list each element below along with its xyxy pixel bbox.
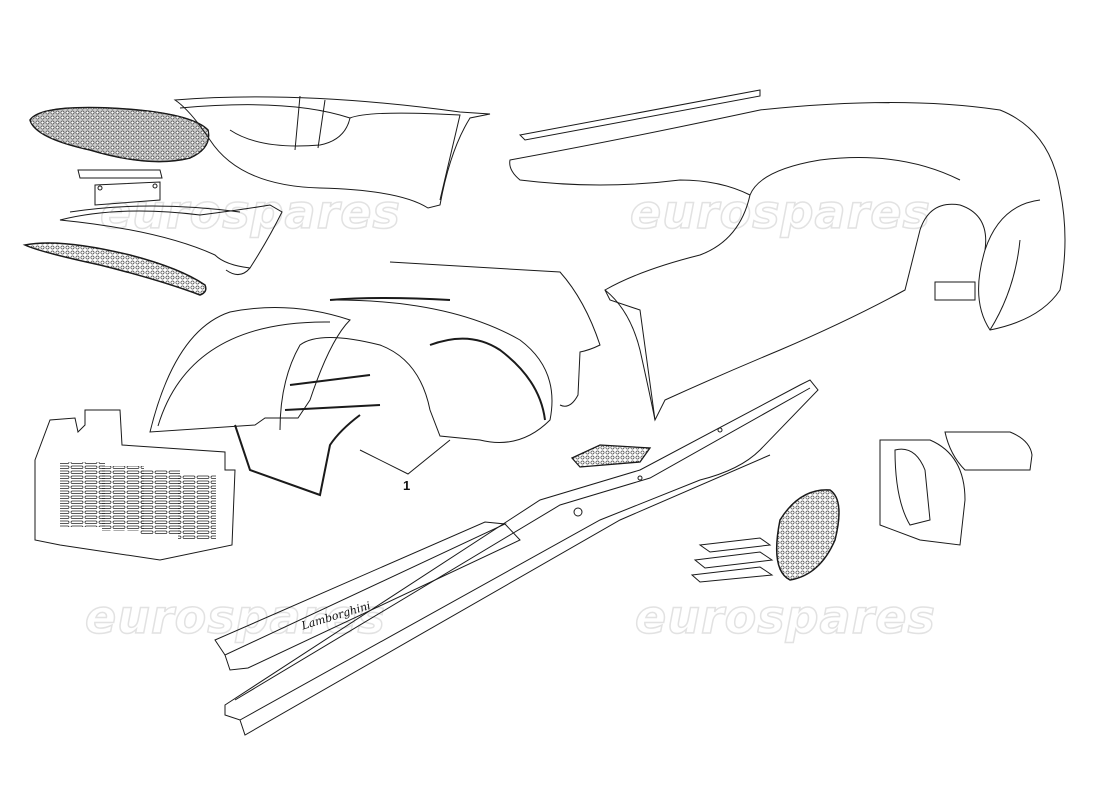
small-vent-grille[interactable] — [570, 444, 652, 468]
side-intake-grille[interactable] — [775, 489, 840, 581]
side-air-intake-housing[interactable] — [879, 439, 966, 546]
watermark: eurospares — [634, 589, 936, 645]
intake-duct[interactable] — [173, 95, 491, 209]
watermark: eurospares — [99, 184, 401, 240]
engine-cover-grille[interactable] — [34, 409, 236, 561]
callout-label: 1 — [403, 478, 411, 493]
side-sill[interactable] — [224, 379, 819, 736]
sill-trim-panel[interactable] — [214, 521, 521, 671]
watermark: eurospares — [84, 589, 386, 645]
intake-cover[interactable] — [944, 431, 1033, 471]
mounting-bracket[interactable] — [77, 169, 163, 206]
front-air-intake-grille[interactable] — [29, 106, 210, 163]
rear-quarter-panel[interactable] — [509, 89, 1066, 422]
lower-grille[interactable] — [22, 242, 207, 296]
wheel-arch-liners[interactable] — [149, 261, 601, 497]
vent-slats[interactable] — [690, 537, 774, 583]
callout-leader-lines — [359, 439, 451, 475]
lower-intake-duct[interactable] — [59, 204, 283, 275]
watermark: eurospares — [629, 184, 931, 240]
